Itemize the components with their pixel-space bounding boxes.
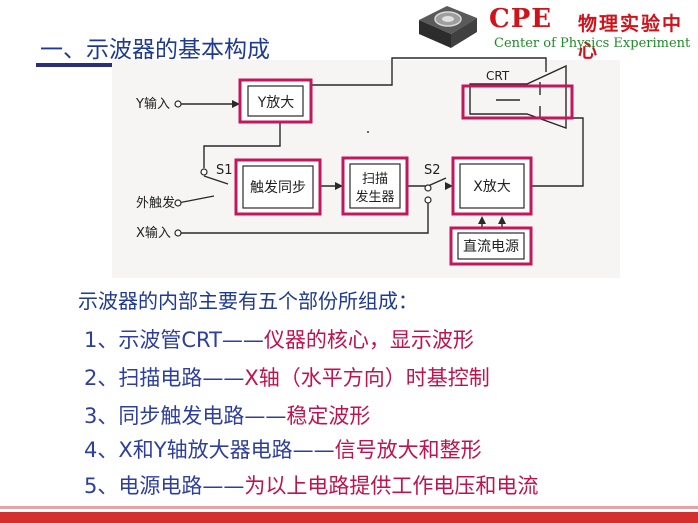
label-switch-s1: S1 (216, 163, 233, 178)
item-term: 4、X和Y轴放大器电路—— (84, 438, 335, 462)
label-switch-s2: S2 (424, 163, 441, 178)
block-x-amplifier: X放大 (451, 156, 533, 216)
list-item: 1、示波管CRT——仪器的核心，显示波形 (84, 324, 474, 354)
block-trigger-sync: 触发同步 (234, 158, 322, 216)
item-desc: 为以上电路提供工作电压和电流 (244, 474, 539, 498)
oscilloscope-block-diagram: Y放大 触发同步 扫描 发生器 X放大 直流电源 Y输入 外触发 X输入 S1 … (112, 57, 620, 278)
label-crt: CRT (486, 69, 510, 83)
block-label-dc-power: 直流电源 (463, 238, 519, 255)
label-x-input: X输入 (136, 225, 171, 241)
page-title: 一、示波器的基本构成 (40, 37, 270, 63)
brand-name-cn: 物理实验中心 (578, 13, 684, 62)
item-term: 3、同步触发电路—— (84, 404, 287, 428)
item-desc: 稳定波形 (286, 404, 371, 428)
label-y-input: Y输入 (135, 96, 170, 112)
item-term: 2、扫描电路—— (84, 366, 245, 390)
block-label-sweep-2: 发生器 (355, 189, 394, 205)
block-label-trigger-sync: 触发同步 (250, 180, 306, 196)
item-desc: 仪器的核心，显示波形 (263, 328, 474, 352)
intro-text: 示波器的内部主要有五个部份所组成： (78, 289, 418, 313)
logo-device-icon (419, 6, 477, 48)
item-term: 1、示波管CRT—— (84, 328, 264, 352)
footer-rule (0, 512, 698, 523)
block-label-y-amp: Y放大 (257, 95, 295, 111)
label-ext-trigger: 外触发 (136, 195, 175, 211)
block-y-amplifier: Y放大 (238, 78, 313, 124)
brand-name-en: Center of Physics Experiment (494, 36, 691, 51)
list-item: 2、扫描电路——X轴（水平方向）时基控制 (84, 362, 490, 392)
crt-highlight (461, 84, 574, 120)
block-dc-power: 直流电源 (449, 226, 533, 266)
item-term: 5、电源电路—— (84, 474, 245, 498)
list-item: 3、同步触发电路——稳定波形 (84, 400, 370, 430)
item-desc: 信号放大和整形 (334, 438, 482, 462)
block-label-sweep-1: 扫描 (362, 172, 388, 187)
list-item: 4、X和Y轴放大器电路——信号放大和整形 (84, 434, 482, 464)
brand-logo-text: CPE (489, 4, 553, 34)
block-sweep-generator: 扫描 发生器 (341, 156, 409, 216)
footer-rule-thin (0, 506, 698, 509)
block-label-x-amp: X放大 (473, 179, 511, 195)
list-item: 5、电源电路——为以上电路提供工作电压和电流 (84, 470, 538, 500)
item-desc: X轴（水平方向）时基控制 (244, 366, 490, 390)
